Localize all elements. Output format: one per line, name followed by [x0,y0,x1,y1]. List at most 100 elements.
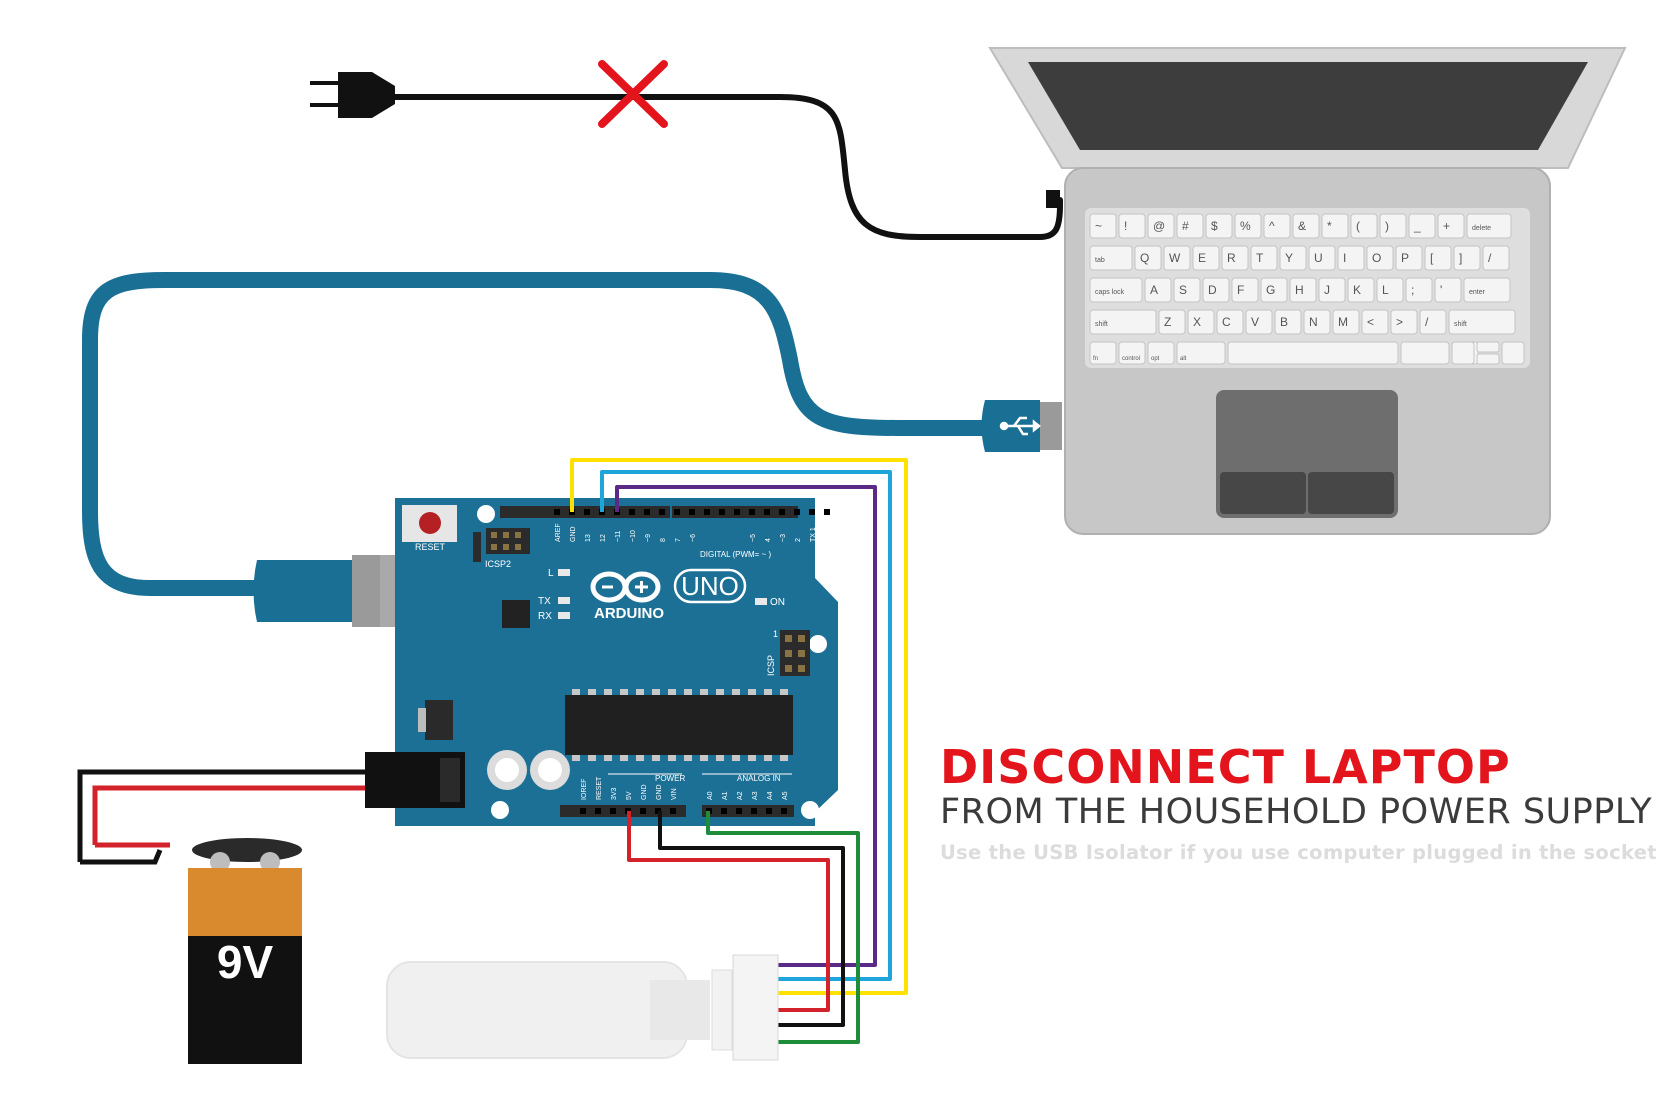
wire-red-5v [627,811,830,1012]
key-label: L [1382,283,1389,297]
usb-symbol-icon [999,416,1042,436]
warning-heading: DISCONNECT LAPTOP [940,740,1511,794]
pin-label: GND [656,784,663,800]
keyboard-key: ( [1350,213,1378,239]
pin-label: ~3 [780,534,787,542]
keyboard-key: ! [1118,213,1146,239]
key-label: I [1343,251,1346,265]
keyboard-key: ^ [1263,213,1291,239]
keyboard-key: P [1395,245,1423,271]
pin-label: VIN [671,788,678,800]
keyboard-key: * [1321,213,1349,239]
arduino-infinity-logo [590,571,661,603]
keyboard-key: alt [1176,341,1226,365]
header-pin [781,808,787,814]
header-pin [659,509,665,515]
wire-black-gnd [658,811,845,1027]
key-label: control [1122,356,1140,362]
header-pin [670,808,676,814]
battery-label: 9V [217,936,274,988]
header-pin [580,808,586,814]
pin-label: ~5 [750,534,757,542]
keyboard-key: L [1376,277,1404,303]
keyboard-key: Q [1134,245,1162,271]
isolator-note: Use the USB Isolator if you use computer… [940,841,1657,864]
key-label: D [1208,283,1217,297]
key-label: tab [1095,257,1105,264]
header-pin [751,808,757,814]
analog-label: ANALOG IN [737,774,781,783]
keyboard-key: shift [1448,309,1516,335]
key-label: P [1401,251,1409,265]
key-label: V [1251,315,1259,329]
keyboard-key [1400,341,1450,365]
pin-label: 5V [626,791,633,800]
key-label: [ [1430,251,1434,265]
key-label: * [1327,219,1332,233]
key-label: opt [1151,356,1160,362]
keyboard-key: ] [1453,245,1481,271]
icsp-pin1-label: 1 [773,629,778,639]
key-label: _ [1413,219,1421,233]
keyboard-key: / [1419,309,1447,335]
key-label: # [1182,219,1189,233]
header-pin [674,509,680,515]
key-label: enter [1469,289,1486,296]
pin-label: ~10 [630,530,637,542]
keyboard-key: ' [1434,277,1462,303]
key-label: X [1193,315,1201,329]
keyboard-key: H [1289,277,1317,303]
key-label: fn [1093,356,1098,362]
pin-label: ~9 [645,534,652,542]
keyboard-key: enter [1463,277,1511,303]
keyboard-key: S [1173,277,1201,303]
warning-subheading: FROM THE HOUSEHOLD POWER SUPPLY [940,792,1653,832]
icsp2-label: ICSP2 [485,559,511,569]
keyboard-key: R [1221,245,1249,271]
keyboard-key: G [1260,277,1288,303]
header-pin [794,509,800,515]
key-label: S [1179,283,1187,297]
key-label: K [1353,283,1361,297]
pin-label: 12 [600,534,607,542]
pin-label: AREF [555,523,562,542]
keyboard-key: delete [1466,213,1512,239]
keyboard-key: W [1163,245,1191,271]
keyboard-key: fn [1089,341,1117,365]
header-pin [766,808,772,814]
header-pin [644,509,650,515]
wire-green-a0 [706,811,860,1044]
key-label: J [1324,283,1330,297]
pin-label: 7 [675,538,682,542]
keyboard-key: M [1332,309,1360,335]
pin-label: RESET [596,776,603,800]
digital-label: DIGITAL (PWM= ~ ) [700,550,771,559]
keyboard-key: O [1366,245,1394,271]
wire-yellow [570,458,908,995]
wire-blue [600,470,892,981]
keyboard-key: B [1274,309,1302,335]
reset-label: RESET [415,542,446,552]
power-label: POWER [655,774,685,783]
keyboard-key: # [1176,213,1204,239]
keyboard-key: V [1245,309,1273,335]
key-label: B [1280,315,1288,329]
key-label: ] [1459,251,1462,265]
key-label: G [1266,283,1275,297]
header-pin [824,509,830,515]
icsp-label: ICSP [766,655,776,676]
pin-label: A1 [722,791,729,800]
keyboard-key: X [1187,309,1215,335]
keyboard-key: $ [1205,213,1233,239]
keyboard-key: / [1482,245,1510,271]
key-label: Z [1164,315,1171,329]
keyboard-key: tab [1089,245,1133,271]
key-label: C [1222,315,1231,329]
led-rx-label: RX [538,611,552,622]
pin-label: 13 [585,534,592,542]
key-label: ) [1385,219,1389,233]
keyboard-key: I [1337,245,1365,271]
